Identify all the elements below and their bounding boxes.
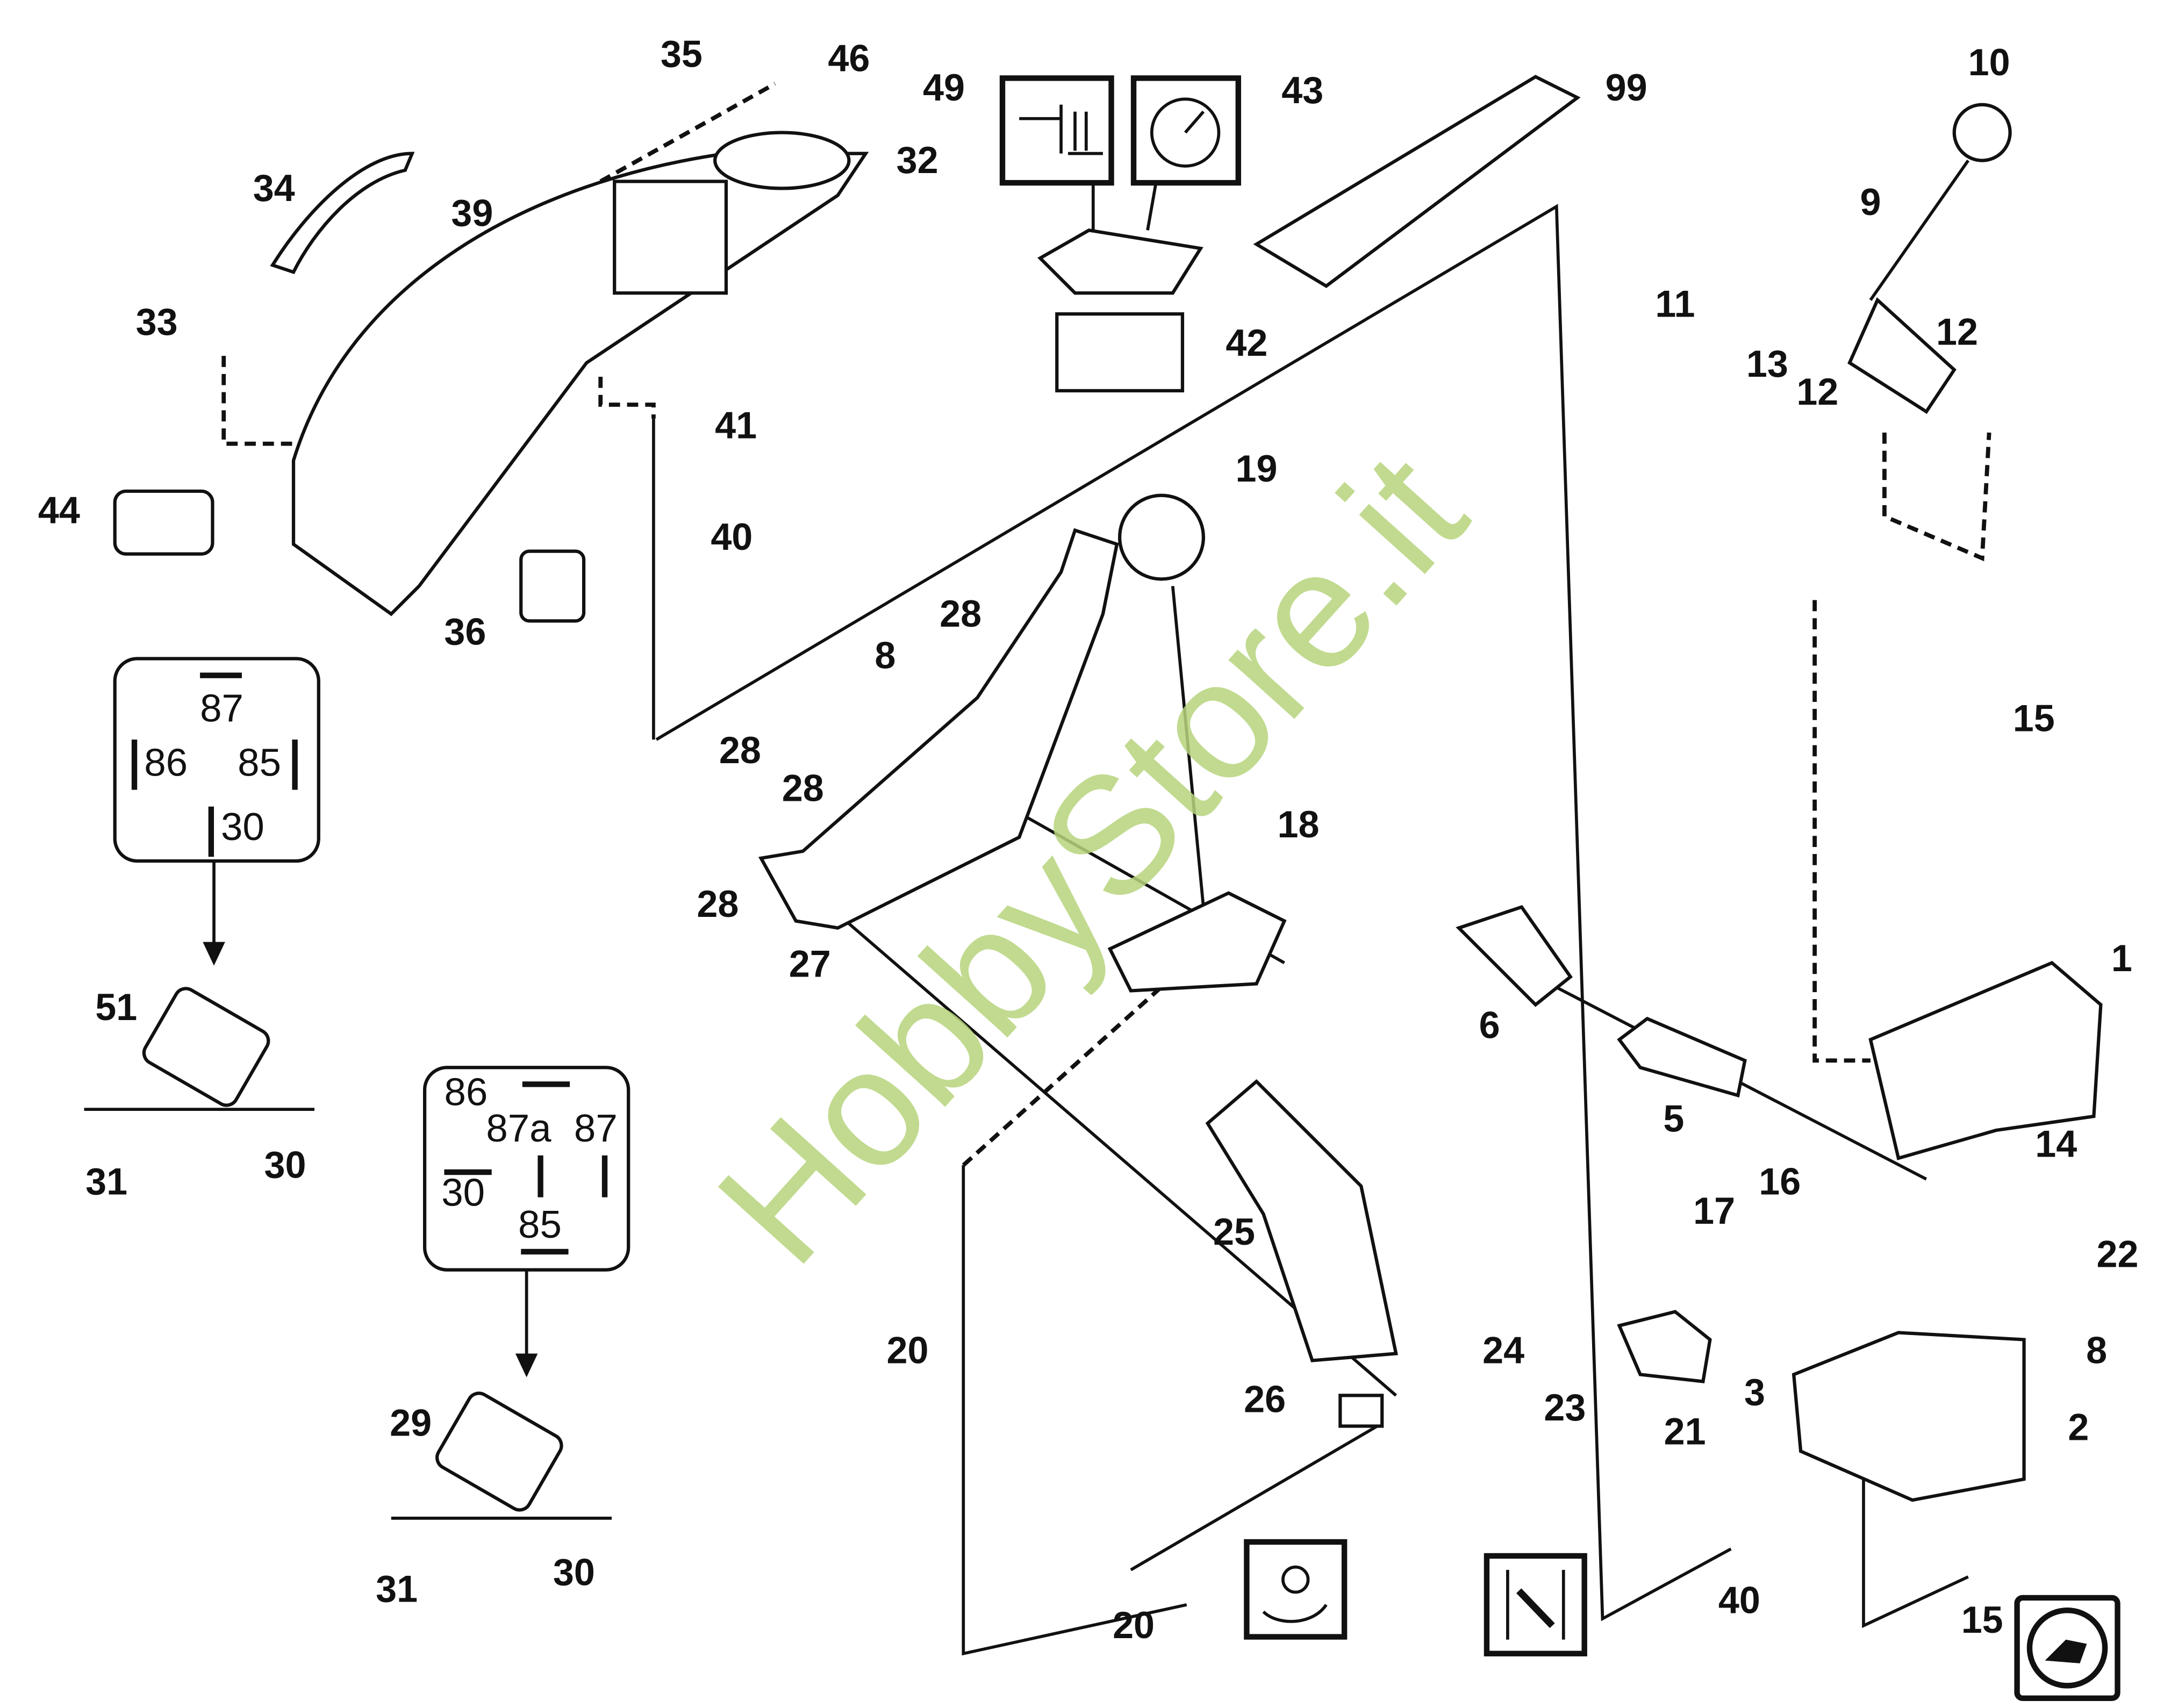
pin-label: 85 xyxy=(518,1203,562,1246)
callout-3: 3 xyxy=(1744,1372,1765,1413)
pin-label: 86 xyxy=(444,1070,488,1114)
callout-25: 25 xyxy=(1213,1211,1255,1253)
callout-28: 28 xyxy=(697,883,739,925)
plate-21 xyxy=(1617,1310,1712,1383)
callout-33: 33 xyxy=(136,301,178,343)
callout-20: 20 xyxy=(1113,1604,1155,1646)
cup-holder xyxy=(713,131,851,190)
callout-36: 36 xyxy=(444,611,486,653)
pin-label: 87 xyxy=(574,1107,618,1150)
symbol-boxes xyxy=(999,75,2120,1702)
callout-28: 28 xyxy=(719,729,761,771)
callout-13: 13 xyxy=(1746,343,1788,385)
callout-14: 14 xyxy=(2035,1123,2077,1165)
pin-label: 87a xyxy=(486,1107,551,1150)
callout-31: 31 xyxy=(376,1568,418,1610)
callout-8: 8 xyxy=(2086,1330,2107,1372)
rocker-switch-42 xyxy=(1055,312,1185,393)
callout-15: 15 xyxy=(2013,698,2055,740)
callout-12: 12 xyxy=(1936,311,1978,353)
callout-22: 22 xyxy=(2097,1233,2139,1275)
mount-plate xyxy=(1792,1331,2026,1502)
callout-15: 15 xyxy=(1961,1599,2003,1641)
callout-26: 26 xyxy=(1244,1379,1286,1420)
callout-1: 1 xyxy=(2111,937,2132,979)
grip-34 xyxy=(270,152,415,275)
callout-42: 42 xyxy=(1226,322,1267,364)
callout-28: 28 xyxy=(940,593,981,635)
relay-4pin-diagram: 87 86 85 30 xyxy=(113,657,320,966)
callout-35: 35 xyxy=(661,33,703,75)
knob-cover xyxy=(1037,228,1203,295)
relay-29 xyxy=(435,1391,563,1512)
callout-40: 40 xyxy=(1718,1579,1760,1621)
callout-5: 5 xyxy=(1663,1098,1684,1140)
callout-10: 10 xyxy=(1968,41,2010,83)
callout-27: 27 xyxy=(789,943,831,985)
callout-28: 28 xyxy=(782,767,824,809)
callout-8: 8 xyxy=(875,635,895,677)
callout-32: 32 xyxy=(897,139,938,181)
pin-label: 30 xyxy=(221,805,264,849)
bracket-25 xyxy=(1205,1079,1398,1362)
callout-20: 20 xyxy=(886,1330,928,1372)
blade-99 xyxy=(1253,75,1581,289)
callout-51: 51 xyxy=(95,986,137,1028)
callout-99: 99 xyxy=(1606,67,1647,109)
callout-6: 6 xyxy=(1479,1004,1500,1046)
callout-49: 49 xyxy=(923,67,965,109)
bracket-27 xyxy=(758,528,1119,930)
console-panel xyxy=(291,152,869,616)
callout-24: 24 xyxy=(1482,1330,1524,1372)
clevis-20 xyxy=(1338,1394,1384,1428)
knob-10 xyxy=(1952,103,2012,162)
callout-30: 30 xyxy=(264,1144,306,1186)
knob-19 xyxy=(1117,493,1206,581)
parts xyxy=(84,75,2103,1571)
callout-46: 46 xyxy=(828,37,870,79)
switch-panel xyxy=(613,180,728,295)
callout-23: 23 xyxy=(1544,1387,1586,1429)
pin-label: 85 xyxy=(238,741,281,785)
spacer-5 xyxy=(1617,1016,1747,1098)
callout-40: 40 xyxy=(711,516,753,558)
relay-51 xyxy=(142,987,270,1107)
pin-label: 30 xyxy=(441,1171,485,1214)
callout-29: 29 xyxy=(390,1402,432,1444)
callout-43: 43 xyxy=(1281,69,1323,111)
callout-44: 44 xyxy=(38,490,80,532)
callout-17: 17 xyxy=(1693,1190,1735,1232)
callout-30: 30 xyxy=(553,1552,595,1594)
bracket-1 xyxy=(1868,960,2103,1160)
callout-18: 18 xyxy=(1277,803,1319,845)
callout-31: 31 xyxy=(85,1161,127,1203)
callout-12: 12 xyxy=(1796,371,1838,413)
switch-36 xyxy=(519,549,586,623)
pin-label: 87 xyxy=(200,686,243,730)
callout-41: 41 xyxy=(715,404,757,446)
callout-34: 34 xyxy=(253,167,295,209)
callout-11: 11 xyxy=(1655,283,1695,325)
callout-2: 2 xyxy=(2068,1406,2089,1448)
callout-21: 21 xyxy=(1664,1410,1706,1452)
callout-9: 9 xyxy=(1860,181,1881,223)
lever-9 xyxy=(1847,297,1957,414)
relay-switch-44 xyxy=(113,489,214,556)
callout-16: 16 xyxy=(1759,1161,1801,1203)
pin-label: 86 xyxy=(144,741,188,785)
callout-39: 39 xyxy=(451,192,493,234)
callout-19: 19 xyxy=(1236,448,1278,490)
mower-height-icon xyxy=(999,75,1114,186)
relay-5pin-diagram: 86 87a 87 30 85 xyxy=(422,1066,630,1377)
spring-6 xyxy=(1456,905,1573,1007)
lever-plate xyxy=(1107,891,1287,993)
